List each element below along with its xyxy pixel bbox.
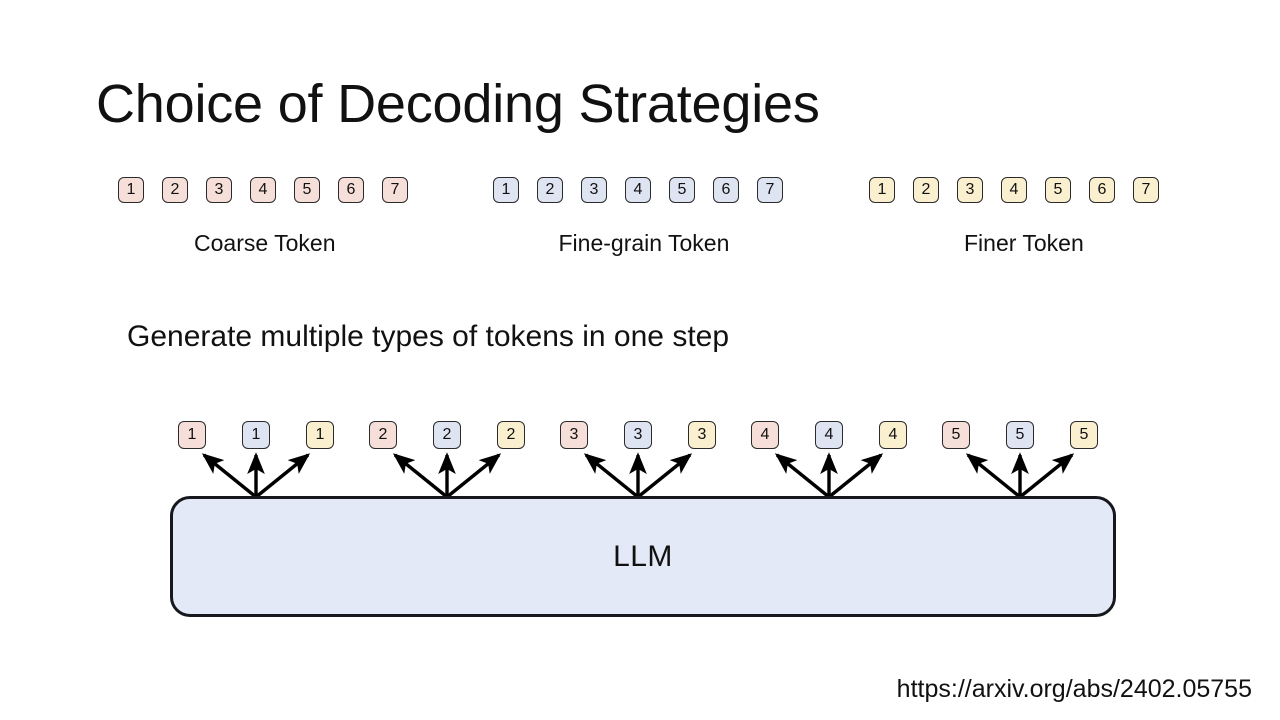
- arrow-step4-finer: [827, 453, 884, 499]
- decode-token-step3-fine: 3: [624, 421, 652, 449]
- token-fine-grain-1: 1: [493, 177, 519, 203]
- token-coarse-2: 2: [162, 177, 188, 203]
- arrow-step5-coarse: [965, 453, 1022, 499]
- decode-token-step1-finer: 1: [306, 421, 334, 449]
- token-finer-4: 4: [1001, 177, 1027, 203]
- arrow-step4-coarse: [774, 453, 831, 499]
- token-row-label-coarse: Coarse Token: [194, 230, 336, 256]
- llm-box: LLM: [170, 496, 1116, 617]
- token-fine-grain-4: 4: [625, 177, 651, 203]
- arrow-step2-coarse: [392, 453, 449, 499]
- token-row-label-finer: Finer Token: [964, 230, 1084, 256]
- token-fine-grain-3: 3: [581, 177, 607, 203]
- decode-token-step2-finer: 2: [497, 421, 525, 449]
- arrow-step5-finer: [1018, 453, 1075, 499]
- decode-token-step5-finer: 5: [1070, 421, 1098, 449]
- arrow-step1-finer: [254, 453, 311, 499]
- source-url-text: https://arxiv.org/abs/2402.05755: [896, 675, 1252, 703]
- decode-token-step4-fine: 4: [815, 421, 843, 449]
- token-finer-6: 6: [1089, 177, 1115, 203]
- token-row-label-fine-grain: Fine-grain Token: [558, 230, 730, 256]
- arrow-step1-coarse: [201, 453, 258, 499]
- decode-token-step5-fine: 5: [1006, 421, 1034, 449]
- decode-token-step4-coarse: 4: [751, 421, 779, 449]
- decode-token-step1-fine: 1: [242, 421, 270, 449]
- token-coarse-6: 6: [338, 177, 364, 203]
- decode-token-step5-coarse: 5: [942, 421, 970, 449]
- token-coarse-1: 1: [118, 177, 144, 203]
- decode-token-step3-coarse: 3: [560, 421, 588, 449]
- token-fine-grain-7: 7: [757, 177, 783, 203]
- llm-label: LLM: [613, 539, 673, 573]
- token-coarse-3: 3: [206, 177, 232, 203]
- decode-token-step2-fine: 2: [433, 421, 461, 449]
- token-finer-7: 7: [1133, 177, 1159, 203]
- arrow-step3-finer: [636, 453, 693, 499]
- token-coarse-4: 4: [250, 177, 276, 203]
- caption-text: Generate multiple types of tokens in one…: [127, 320, 730, 353]
- token-finer-5: 5: [1045, 177, 1071, 203]
- token-finer-1: 1: [869, 177, 895, 203]
- token-fine-grain-5: 5: [669, 177, 695, 203]
- decode-token-step3-finer: 3: [688, 421, 716, 449]
- decode-token-step4-finer: 4: [879, 421, 907, 449]
- arrow-step3-coarse: [583, 453, 640, 499]
- token-fine-grain-6: 6: [713, 177, 739, 203]
- token-coarse-5: 5: [294, 177, 320, 203]
- token-fine-grain-2: 2: [537, 177, 563, 203]
- arrow-step2-finer: [445, 453, 502, 499]
- page-title: Choice of Decoding Strategies: [96, 74, 820, 134]
- decode-token-step2-coarse: 2: [369, 421, 397, 449]
- token-finer-3: 3: [957, 177, 983, 203]
- token-finer-2: 2: [913, 177, 939, 203]
- decode-token-step1-coarse: 1: [178, 421, 206, 449]
- token-coarse-7: 7: [382, 177, 408, 203]
